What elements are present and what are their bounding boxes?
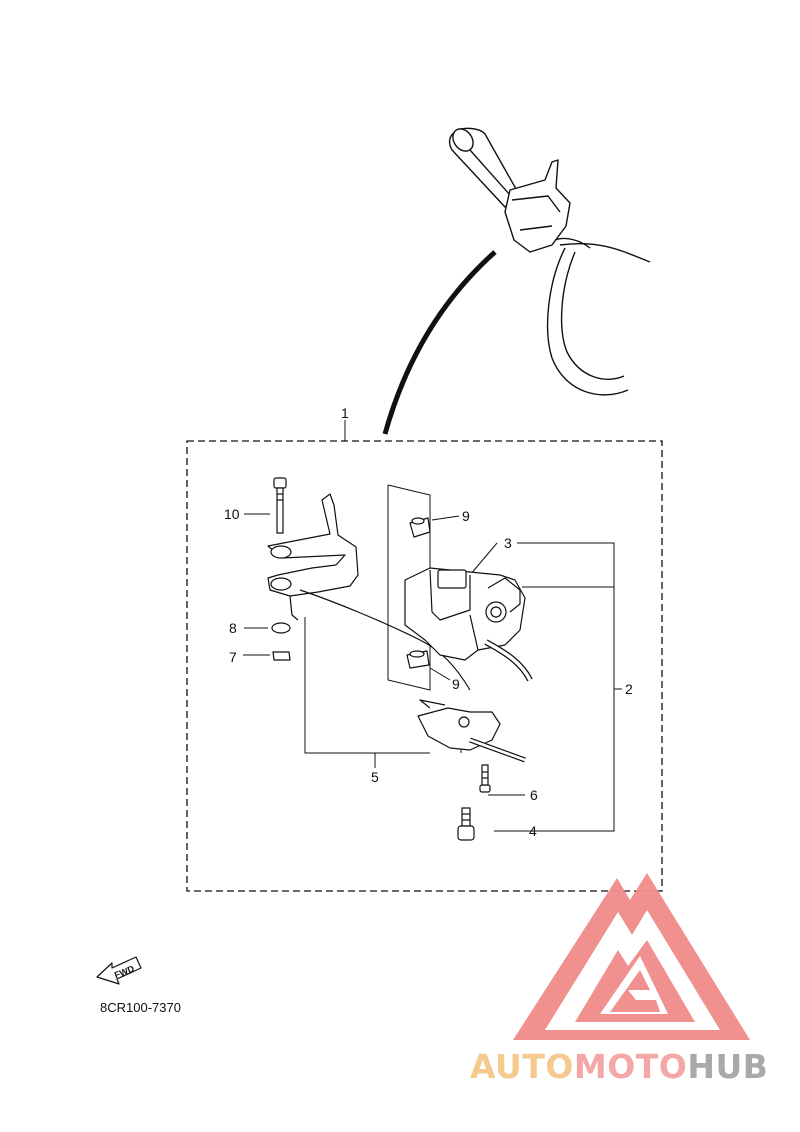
callout-10: 10: [224, 506, 240, 522]
watermark-logo-icon: [513, 873, 750, 1040]
callout-9-top: 9: [462, 508, 470, 524]
callout-6: 6: [530, 787, 538, 803]
nut-part: [272, 651, 291, 661]
callout-4: 4: [529, 823, 537, 839]
assembly-boundary-box: [186, 440, 663, 892]
callout-7: 7: [229, 649, 237, 665]
watermark-brand-part2: MOTO: [573, 1047, 688, 1086]
handlebar-illustration: [448, 127, 651, 396]
fwd-arrow-icon: FWD: [96, 956, 142, 985]
callout-2: 2: [625, 681, 633, 697]
callout-5: 5: [371, 769, 379, 785]
watermark-brand: AUTOMOTOHUB: [470, 1047, 768, 1086]
switch-assembly-part: [404, 567, 533, 682]
grommet-bottom-part: [406, 650, 430, 669]
lever-bracket-part: [267, 493, 471, 691]
washer-part: [271, 622, 291, 634]
callout-8: 8: [229, 620, 237, 636]
callout-3: 3: [504, 535, 512, 551]
parts: [267, 477, 533, 841]
screw-small-part: [479, 764, 491, 793]
watermark-brand-part3: HUB: [687, 1047, 769, 1086]
callout-9-bottom: 9: [452, 676, 460, 692]
leader-curve: [382, 250, 497, 435]
catalog-code: 8CR100-7370: [100, 1000, 181, 1015]
pivot-bolt-part: [273, 477, 287, 534]
callout-numbers: 1 2 3 4 5 6 7 8 9 9 10: [224, 405, 633, 839]
screw-large-part: [457, 807, 475, 841]
callout-1: 1: [341, 405, 349, 421]
grommet-top-part: [409, 517, 431, 538]
watermark-brand-part1: AUTO: [470, 1047, 574, 1086]
clutch-switch-part: [417, 699, 526, 763]
